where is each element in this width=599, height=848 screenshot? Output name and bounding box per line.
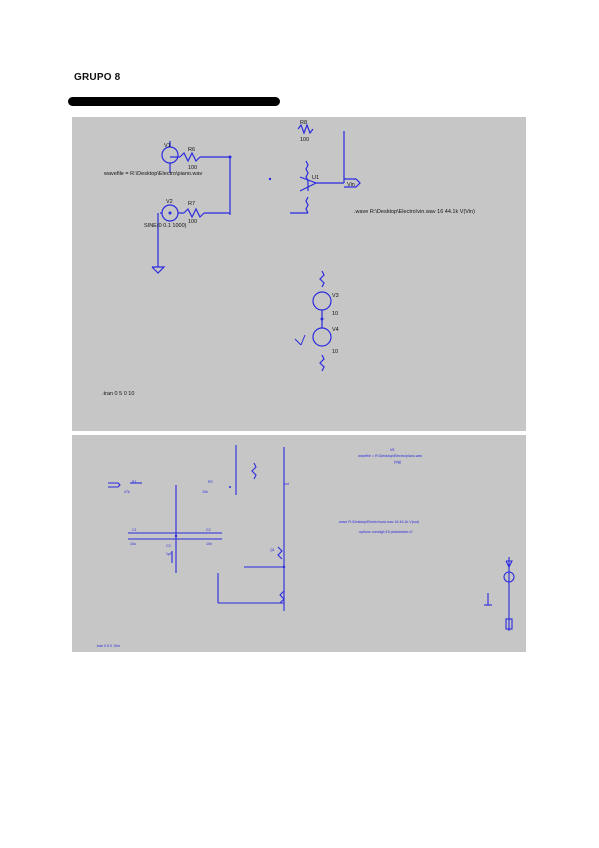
v2-label: V2 <box>166 199 173 205</box>
vin-label: Vin <box>347 182 355 188</box>
schematic-bottom: V5 wavefile = R:\Desktop\Electro\piano.w… <box>72 435 526 652</box>
page-title: GRUPO 8 <box>74 72 121 83</box>
r-bias-symbol <box>251 462 257 480</box>
c2-value: 10n <box>206 542 212 546</box>
r6-symbol <box>179 151 201 163</box>
r8-symbol <box>297 123 314 135</box>
r7-value: 100 <box>188 219 197 225</box>
c3-label: C3 <box>166 544 171 548</box>
wave-command: .wave R:\Desktop\Electro\vin.wav 16 44.1… <box>354 209 475 215</box>
r7-symbol <box>183 207 205 219</box>
options-command: .options numdgt=15 plotwinsize=0 <box>358 530 412 534</box>
r8-value: 100 <box>300 137 309 143</box>
v4-label: V4 <box>332 327 339 333</box>
r6-label: R6 <box>188 147 195 153</box>
v2-value: SINE(0 0.1 1000) <box>144 223 187 229</box>
r6-value: 100 <box>188 165 197 171</box>
v5-note: (sig) <box>394 460 401 464</box>
q1-label: Q1 <box>270 548 275 552</box>
redaction-bar <box>68 97 280 106</box>
wave-command-2: .wave R:\Desktop\Electro\vout.wav 16 44.… <box>338 520 419 524</box>
v3-source-symbol <box>312 291 332 311</box>
r8-label: R8 <box>300 120 307 126</box>
v4-value: 10 <box>332 349 338 355</box>
c1-label: C1 <box>132 528 137 532</box>
tran-command-2: .tran 0 5 0 10m <box>96 644 120 648</box>
out-label: out <box>284 482 289 486</box>
r2-value: 10k <box>202 490 208 494</box>
r1-value: 47k <box>124 490 130 494</box>
v1-label: V1 <box>164 143 171 149</box>
schematic-top: V1 R6 100 wavefile = R:\Desktop\Electro\… <box>72 117 526 431</box>
v3-label: V3 <box>332 293 339 299</box>
tran-command: .tran 0 5 0 10 <box>102 391 134 397</box>
r1-label: R1 <box>132 480 137 484</box>
q1-transistor-symbol <box>277 546 283 560</box>
r7-label: R7 <box>188 201 195 207</box>
v1-source-symbol <box>161 146 179 164</box>
r2-label: R2 <box>208 480 213 484</box>
u1-label: U1 <box>312 175 319 181</box>
wavefile-text-2: wavefile = R:\Desktop\Electro\piano.wav <box>358 454 422 458</box>
c1-value: 10u <box>130 542 136 546</box>
v3-value: 10 <box>332 311 338 317</box>
v5-label: V5 <box>390 448 394 452</box>
c2-label: C2 <box>206 528 211 532</box>
wavefile-text: wavefile = R:\Desktop\Electro\piano.wav <box>103 171 203 177</box>
v4-source-symbol <box>312 327 332 347</box>
c3-value: 1µF <box>166 552 173 556</box>
